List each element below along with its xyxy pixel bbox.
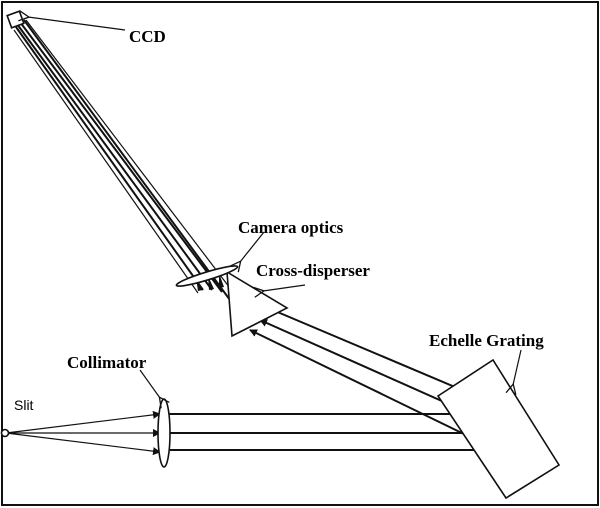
disperser-to-ccd-rays (13, 19, 237, 301)
echelle-grating (436, 358, 561, 500)
label-pointers (28, 17, 522, 398)
slit-label: Slit (14, 397, 34, 413)
echelle-grating-label: Echelle Grating (429, 331, 544, 350)
camera-optics-label: Camera optics (238, 218, 344, 237)
collimator-label: Collimator (67, 353, 147, 372)
ccd-label: CCD (129, 27, 166, 46)
slit-aperture (0, 428, 10, 438)
grating-to-disperser-rays (249, 307, 467, 436)
collimated-rays (168, 410, 485, 454)
cross-disperser-prism (226, 270, 289, 338)
collimator-lens (157, 398, 171, 468)
cross-disperser-label: Cross-disperser (256, 261, 370, 280)
slit-rays (5, 410, 161, 456)
